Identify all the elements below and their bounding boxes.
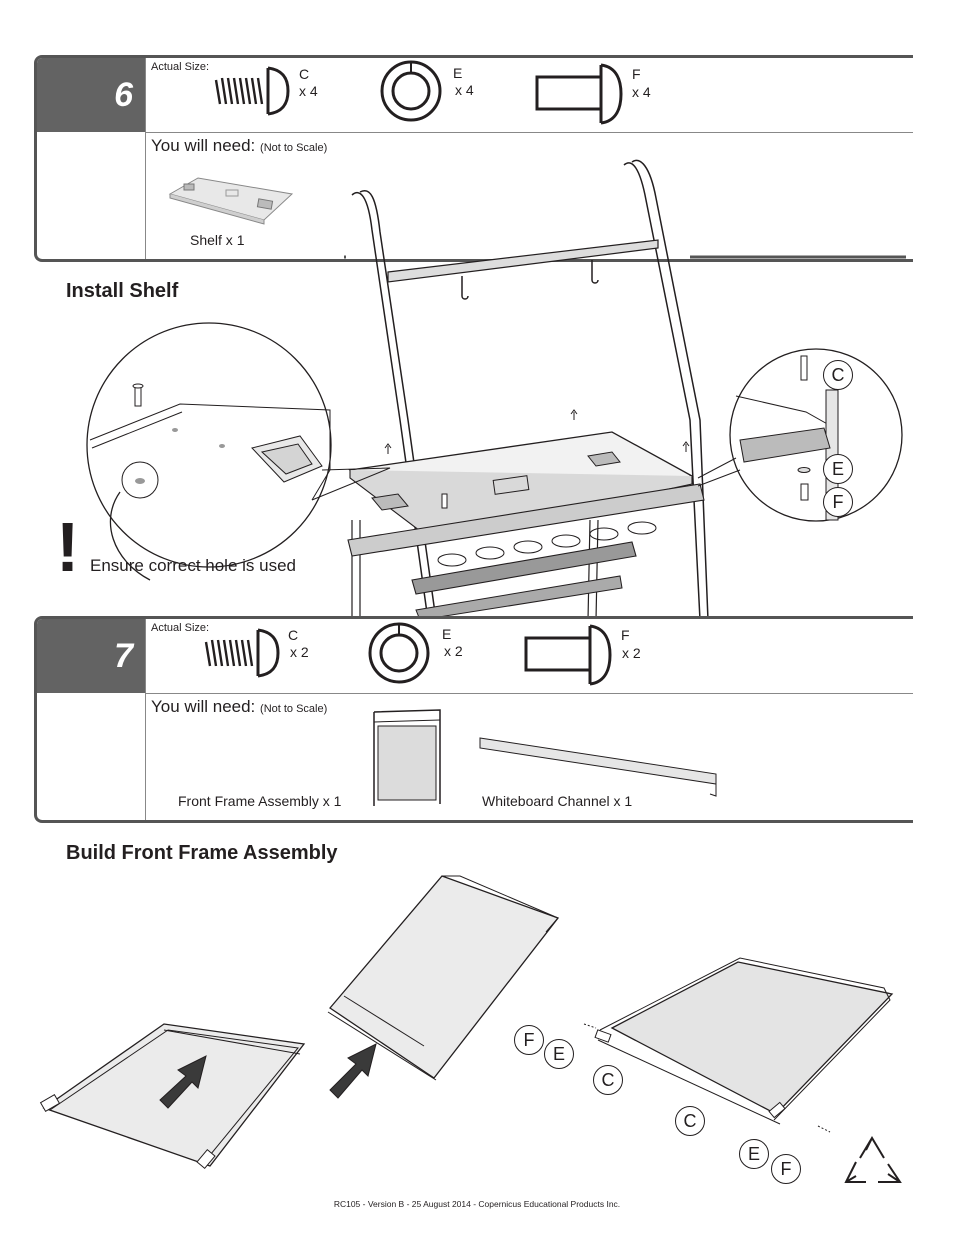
callout-c: C	[823, 360, 853, 390]
step7-part-f-qty: x 2	[622, 645, 641, 661]
step7-not-to-scale: (Not to Scale)	[260, 703, 328, 715]
footer-text: RC105 - Version B - 25 August 2014 - Cop…	[333, 1199, 621, 1209]
callout-e: E	[544, 1039, 574, 1069]
step6-part-c-letter: C	[299, 66, 310, 82]
recycle-icon	[844, 1136, 902, 1183]
step7-divider-horizontal	[145, 693, 913, 694]
step6-box: 6	[34, 55, 913, 262]
step7-item-front-frame-label: Front Frame Assembly x 1	[178, 793, 342, 809]
step6-part-c-qty: x 4	[299, 83, 318, 99]
step6-divider-vertical	[145, 58, 146, 259]
cart-assembly-drawing	[86, 159, 906, 621]
step6-part-e-qty: x 4	[455, 82, 474, 98]
warning-text: Ensure correct hole is used	[90, 556, 296, 575]
step6-part-e-letter: E	[453, 65, 463, 81]
callout-e: E	[823, 454, 853, 484]
step6-item-shelf-label: Shelf x 1	[190, 232, 245, 248]
callout-f: F	[771, 1154, 801, 1184]
step6-part-f-letter: F	[632, 66, 641, 82]
step7-part-e-qty: x 2	[444, 643, 463, 659]
callout-c: C	[593, 1065, 623, 1095]
front-frame-assembly-image	[373, 709, 441, 806]
cap-nut-icon	[535, 63, 623, 125]
step7-part-f-letter: F	[621, 627, 630, 643]
step6-you-will-need: You will need: (Not to Scale)	[151, 136, 327, 156]
step7-part-c-qty: x 2	[290, 644, 309, 660]
step7-you-will-need-text: You will need:	[151, 697, 256, 716]
step7-you-will-need: You will need: (Not to Scale)	[151, 697, 327, 717]
washer-icon	[380, 60, 442, 122]
whiteboard-channel-image	[479, 737, 717, 797]
step6-actual-size-label: Actual Size:	[151, 61, 210, 73]
screw-icon	[214, 66, 290, 116]
step6-not-to-scale: (Not to Scale)	[260, 142, 328, 154]
step7-number: 7	[37, 619, 145, 693]
step7-heading: Build Front Frame Assembly	[66, 842, 338, 864]
screw-icon	[204, 628, 280, 678]
step7-divider-vertical	[145, 619, 146, 820]
step6-divider-horizontal	[145, 132, 913, 133]
step6-part-f-qty: x 4	[632, 84, 651, 100]
callout-f: F	[514, 1025, 544, 1055]
cap-nut-icon	[524, 624, 612, 686]
step7-part-e-letter: E	[442, 626, 452, 642]
step7-actual-size-label: Actual Size:	[151, 622, 210, 634]
washer-icon	[368, 622, 430, 684]
step6-number: 6	[37, 58, 145, 132]
callout-e: E	[739, 1139, 769, 1169]
callout-f: F	[823, 487, 853, 517]
step7-box: 7	[34, 616, 913, 823]
step7-item-whiteboard-channel-label: Whiteboard Channel x 1	[482, 793, 633, 809]
shelf-image	[168, 177, 294, 225]
callout-c: C	[675, 1106, 705, 1136]
step6-you-will-need-text: You will need:	[151, 136, 256, 155]
warning-exclamation: !	[56, 508, 80, 586]
step6-heading: Install Shelf	[66, 280, 179, 302]
step7-part-c-letter: C	[288, 627, 299, 643]
